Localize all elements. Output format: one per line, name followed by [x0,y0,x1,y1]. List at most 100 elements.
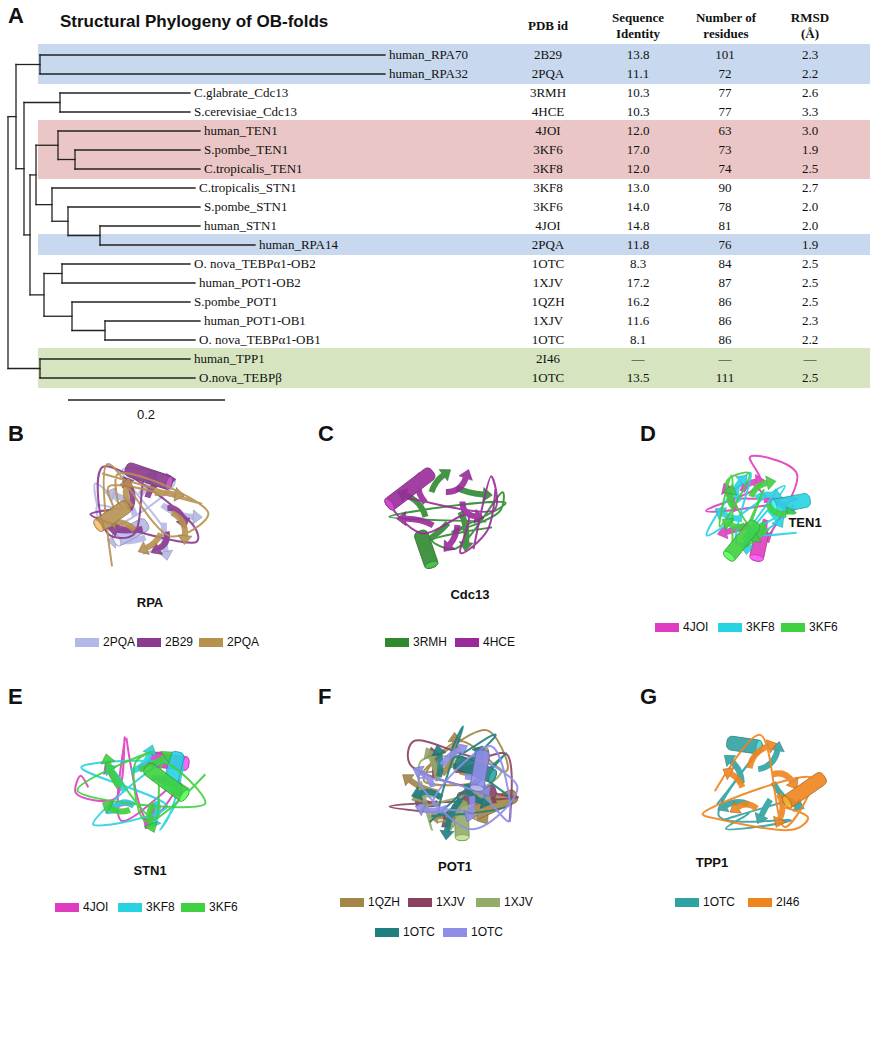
taxon-label: O. nova_TEBPα1-OB2 [194,256,316,272]
legend-entry: 3RMH [385,635,447,649]
legend-label: 2PQA [103,635,135,649]
legend-label: 3KF6 [809,620,838,634]
table-cell: 73 [719,142,732,158]
panel-letter: E [8,684,23,710]
strand-arrowhead [415,802,426,815]
column-header: PDB id [513,18,583,34]
structure-model [413,743,517,829]
beta-strand [446,478,466,492]
strand-arrowhead [174,487,184,501]
protein-name: STN1 [131,863,168,878]
strand-arrowhead [444,540,455,551]
tree-branch [24,234,30,235]
legend-swatch [455,638,479,647]
taxon-label: O. nova_TEBPα1-OB1 [199,332,321,348]
legend-label: 3KF6 [209,900,238,914]
column-header: RMSD (Å) [783,10,838,42]
strand-arrowhead [412,787,423,800]
legend-swatch [340,898,364,907]
table-cell: 10.3 [627,104,650,120]
strand-arrowhead [766,740,777,753]
strand-arrowhead [144,821,157,832]
legend-label: 4HCE [483,635,515,649]
legend-swatch [675,898,699,907]
table-cell: 77 [719,85,732,101]
band-fill [38,348,870,388]
table-cell: 11.8 [627,237,649,253]
tree-branch [68,206,200,207]
panel-letter: C [318,421,334,447]
tree-branch [60,111,190,112]
table-cell: 90 [719,180,732,196]
structure-model [703,735,829,830]
strand-arrowhead [456,743,467,756]
tree-branch [44,316,72,317]
legend-entry: 1OTC [443,925,503,939]
clade-band: human_TEN14JOI12.0633.0S.pombe_TEN13KF61… [38,120,870,179]
legend-entry: 1QZH [340,895,400,909]
legend-swatch [118,903,142,912]
legend-label: 4JOI [83,900,108,914]
legend-label: 1XJV [504,895,533,909]
table-cell: 1OTC [532,370,565,386]
beta-strand [772,773,792,781]
table-cell: 14.0 [627,199,650,215]
beta-strand [172,513,185,536]
panel-letter: G [640,684,657,710]
beta-strand [751,483,767,497]
legend-entry: 4JOI [655,620,708,634]
beta-strand [729,493,733,507]
table-cell: 2.7 [802,180,818,196]
tree-branch [16,168,24,169]
table-cell: 11.1 [627,66,649,82]
legend-label: 4JOI [683,620,708,634]
tree-branch [16,64,40,65]
strand-arrowhead [403,775,414,786]
strand-arrowhead [474,509,484,523]
legend-swatch [55,903,79,912]
tree-branch [40,54,385,55]
structure-model [92,464,208,566]
table-cell: — [632,351,645,367]
protein-cartoon [703,735,829,830]
clade-band: human_RPA702B2913.81012.3human_RPA322PQA… [38,44,870,84]
tree-branch [58,159,75,160]
table-cell: 84 [719,256,732,272]
tree-branch [8,116,16,117]
beta-strand [462,501,475,516]
tree-branch [52,187,195,188]
tree-branch [7,117,8,369]
beta-strand [447,799,461,831]
legend-entry: 2PQA [75,635,135,649]
table-cell: 4JOI [535,123,560,139]
beta-strand [149,803,154,824]
taxon-label: human_POT1-OB2 [199,275,301,291]
legend-label: 1OTC [703,895,735,909]
table-cell: 1.9 [802,237,818,253]
beta-strand [738,804,757,808]
tree-branch [58,130,200,131]
table-cell: 2.2 [802,66,818,82]
beta-strand [110,808,130,812]
protein-name: TPP1 [694,855,731,870]
taxon-label: O.nova_TEBPβ [199,370,282,386]
legend-swatch [748,898,772,907]
legend-swatch [75,638,99,647]
table-cell: 2.5 [802,275,818,291]
band-fill [38,44,870,84]
table-cell: 87 [719,275,732,291]
protein-name: TEN1 [786,515,823,530]
table-cell: 74 [719,161,732,177]
strand-arrowhead [439,470,450,481]
clade-band: human_TPP12I46———O.nova_TEBPβ1OTC13.5111… [38,348,870,388]
table-cell: 2I46 [536,351,560,367]
tree-branch [40,73,385,74]
strand-arrowhead [193,510,202,524]
alpha-helix [383,466,437,512]
tree-branch [30,174,36,175]
table-cell: 10.3 [627,85,650,101]
strand-arrowhead [413,766,424,779]
tree-branch [75,149,200,150]
table-cell: 2B29 [534,47,562,63]
